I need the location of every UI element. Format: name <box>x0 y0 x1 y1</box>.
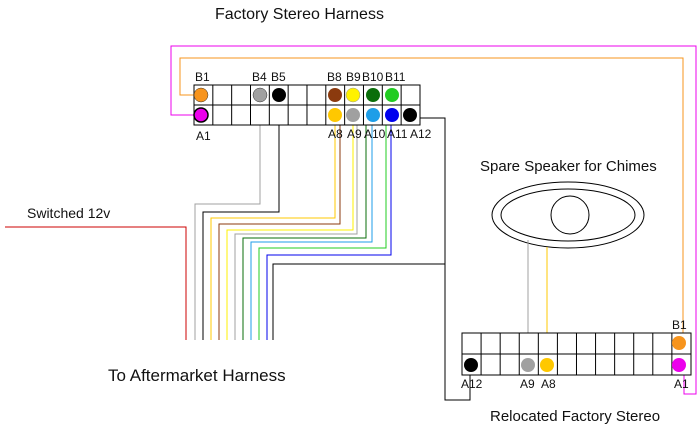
reloc-label-a12: A12 <box>461 377 483 391</box>
relocated-stereo-connector <box>461 332 692 376</box>
pin-b5 <box>272 88 286 102</box>
b9-yellow-wire <box>226 105 354 340</box>
a9-gray-wire <box>234 125 358 340</box>
factory-harness-title: Factory Stereo Harness <box>215 6 384 23</box>
b4-gray-wire <box>194 105 261 340</box>
factory-harness-connector <box>193 84 421 126</box>
label-b4: B4 <box>252 70 267 84</box>
aftermarket-harness-label: To Aftermarket Harness <box>108 366 286 385</box>
b11-green-wire <box>258 105 387 340</box>
reloc-label-a1: A1 <box>674 377 689 391</box>
label-b10: B10 <box>362 70 384 84</box>
a1-magenta-wire <box>170 45 697 395</box>
pin-a10 <box>366 108 380 122</box>
pin-b1 <box>193 87 209 103</box>
reloc-pin-a8 <box>540 358 554 372</box>
pin-b9 <box>345 87 361 103</box>
label-a11: A11 <box>387 127 408 141</box>
switched-12v-label: Switched 12v <box>27 205 110 221</box>
reloc-label-a8: A8 <box>541 377 556 391</box>
pin-a9 <box>346 108 360 122</box>
a12-black-wire <box>272 117 446 340</box>
reloc-pin-a1 <box>672 358 686 372</box>
label-b11: B11 <box>385 70 406 84</box>
reloc-pin-b1 <box>672 336 686 350</box>
chime-speaker-label: Spare Speaker for Chimes <box>480 158 657 175</box>
pin-a8 <box>328 108 342 122</box>
label-a1: A1 <box>196 129 211 143</box>
pin-b10 <box>366 88 380 102</box>
reloc-label-b1: B1 <box>672 318 687 332</box>
b8-brown-wire <box>218 105 341 340</box>
pin-a12 <box>403 108 417 122</box>
label-b1: B1 <box>195 70 210 84</box>
a12-black-extension <box>444 264 471 401</box>
relocated-stereo-label: Relocated Factory Stereo <box>490 408 660 425</box>
chime-speaker <box>491 181 645 249</box>
a10-lightblue-wire <box>250 125 373 340</box>
label-b8: B8 <box>327 70 342 84</box>
label-a9: A9 <box>347 127 362 141</box>
a8-gold-wire <box>210 125 336 340</box>
label-b9: B9 <box>346 70 361 84</box>
b5-black-wire <box>202 105 280 340</box>
pin-b11 <box>385 88 399 102</box>
switched-12v-wire <box>5 226 187 340</box>
b1-orange-wire <box>179 57 684 349</box>
label-a10: A10 <box>364 127 386 141</box>
label-a12: A12 <box>410 127 432 141</box>
pin-b4 <box>252 87 268 103</box>
label-b5: B5 <box>271 70 286 84</box>
reloc-label-a9: A9 <box>520 377 535 391</box>
pin-a11 <box>385 108 399 122</box>
pin-b8 <box>328 88 342 102</box>
reloc-pin-a9 <box>521 358 535 372</box>
b10-darkgreen-wire <box>242 105 367 340</box>
label-a8: A8 <box>328 127 343 141</box>
a11-blue-wire <box>266 125 392 340</box>
pin-a1 <box>193 107 209 123</box>
reloc-pin-a12 <box>464 358 478 372</box>
